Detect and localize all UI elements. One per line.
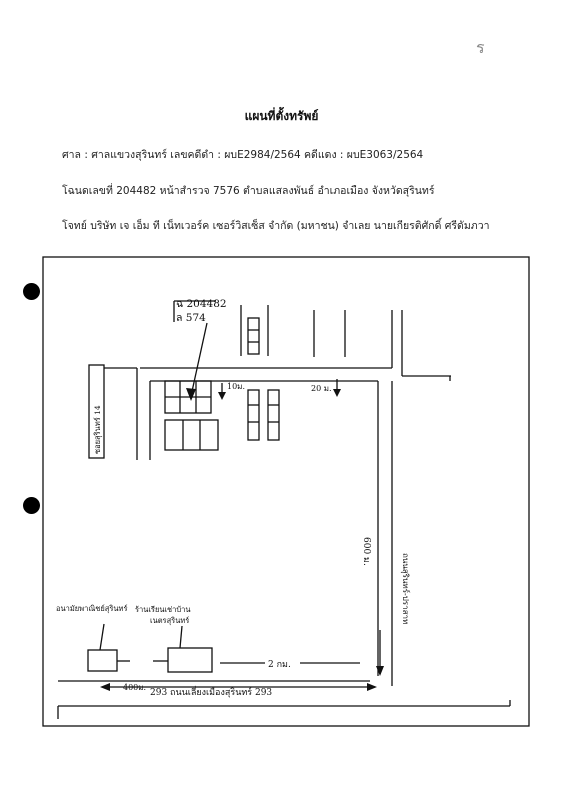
punch-hole-top (23, 283, 40, 300)
landmark-right-sublabel: เนตรสุรินทร์ (150, 616, 189, 625)
parties-line: โจทย์ บริษัท เจ เอ็ม ที เน็ทเวอร์ค เซอร์… (62, 220, 490, 232)
distance-vertical: 600 ม. (361, 537, 371, 566)
deed-line: โฉนดเลขที่ 204482 หน้าสำรวจ 7576 ตำบลแสล… (62, 185, 435, 197)
landmark-right-box (167, 647, 213, 673)
side-road-label: ซอยสุรินทร์ 14 (93, 405, 102, 454)
distance-bottom-mid: 400ม. (123, 683, 146, 692)
right-road-label: ถนนสุรินทร์-ปราสาท (401, 553, 411, 624)
bottom-road-label: 293 ถนนเลี่ยงเมืองสุรินทร์ 293 (150, 685, 272, 698)
map-frame (42, 256, 530, 727)
page-title: แผนที่ตั้งทรัพย์ (244, 109, 319, 123)
survey-label: ล 574 (176, 312, 206, 324)
court-line: ศาล : ศาลแขวงสุรินทร์ เลขคดีดำ : ผบE2984… (62, 149, 424, 161)
distance-right: 20 ม. (311, 384, 332, 393)
landmark-left-label: อนามัยพาณิชย์สุรินทร์ (56, 604, 127, 613)
deed-label: ฉ 204482 (176, 298, 227, 310)
landmark-right-label: ร้านเรียนเช่าบ้าน (135, 605, 190, 614)
page-mark: ร (476, 38, 485, 57)
punch-hole-bottom (23, 497, 40, 514)
distance-bottom-right: 2 กม. (268, 660, 291, 670)
distance-left: 10ม. (227, 382, 245, 391)
landmark-left-box (87, 649, 118, 672)
